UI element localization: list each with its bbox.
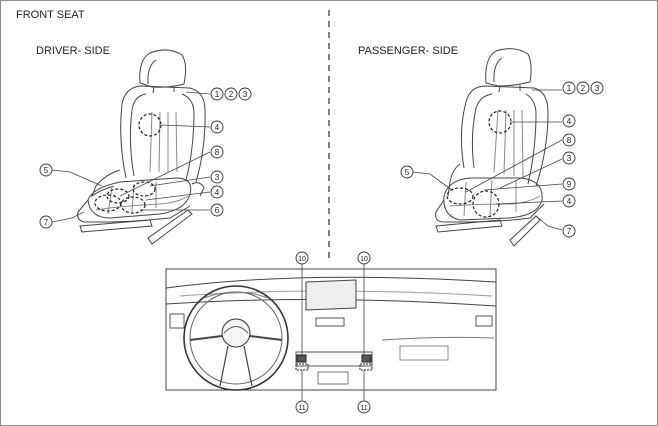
driver-seat	[77, 49, 206, 245]
callout-text: 11	[360, 405, 367, 412]
callout-7-driver	[39, 215, 53, 229]
callout-3-top-passenger	[590, 81, 604, 95]
callout-numbers: 1 2 3 4 8 3 4 6 5 7 1 2 3 4 8 3 9 4 5 7 …	[44, 84, 600, 412]
callout-4-upper-driver	[210, 120, 224, 134]
driver-side-label: DRIVER- SIDE	[36, 45, 110, 57]
callout-3-top-driver	[238, 87, 252, 101]
callout-4-lower-driver	[210, 185, 224, 199]
callout-text: 6	[215, 206, 220, 215]
callout-3-passenger	[562, 151, 576, 165]
callout-3-driver	[210, 170, 224, 184]
passenger-side-label: PASSENGER- SIDE	[358, 45, 459, 57]
callout-text: 3	[567, 154, 572, 163]
callout-5-passenger	[400, 165, 414, 179]
callout-text: 7	[44, 218, 49, 227]
callout-text: 10	[360, 256, 368, 263]
callout-6-driver	[210, 203, 224, 217]
callout-10-right	[357, 251, 371, 265]
callout-4-upper-passenger	[562, 114, 576, 128]
callout-text: 4	[215, 123, 220, 132]
callout-text: 7	[567, 227, 572, 236]
callout-1-passenger	[562, 81, 576, 95]
callout-text: 11	[298, 405, 305, 412]
callout-text: 4	[567, 117, 572, 126]
callout-text: 4	[215, 188, 220, 197]
passenger-leader-lines	[411, 89, 563, 231]
callout-text: 2	[229, 90, 234, 99]
callout-2-passenger	[576, 81, 590, 95]
callout-text: 3	[215, 173, 220, 182]
callout-text: 3	[243, 90, 248, 99]
driver-leader-lines	[51, 91, 211, 223]
callout-5-driver	[39, 163, 53, 177]
page-title: FRONT SEAT	[16, 9, 85, 21]
callout-text: 8	[215, 148, 220, 157]
callout-11-left	[295, 400, 309, 414]
passenger-sensor-outlines	[446, 110, 512, 218]
callout-text: 10	[298, 256, 306, 263]
callout-text: 1	[567, 84, 572, 93]
callout-2-driver	[224, 87, 238, 101]
callout-text: 3	[595, 84, 600, 93]
callout-text: 4	[567, 197, 572, 206]
callout-4-lower-passenger	[562, 194, 576, 208]
callout-8-driver	[210, 145, 224, 159]
callout-text: 5	[405, 168, 410, 177]
callout-7-passenger	[562, 224, 576, 238]
dashboard-view	[165, 268, 497, 391]
callout-10-left	[295, 251, 309, 265]
driver-sensor-outlines	[94, 113, 162, 214]
callout-1-driver	[210, 87, 224, 101]
passenger-seat	[435, 48, 549, 247]
callout-text: 1	[215, 90, 220, 99]
callout-text: 2	[581, 84, 586, 93]
callout-text: 8	[567, 136, 572, 145]
callout-8-passenger	[562, 133, 576, 147]
callout-circles	[39, 81, 604, 414]
callout-11-right	[357, 400, 371, 414]
callout-text: 5	[44, 166, 49, 175]
callout-text: 9	[567, 180, 572, 189]
dashboard-leader-lines	[301, 264, 365, 400]
callout-9-passenger	[562, 177, 576, 191]
